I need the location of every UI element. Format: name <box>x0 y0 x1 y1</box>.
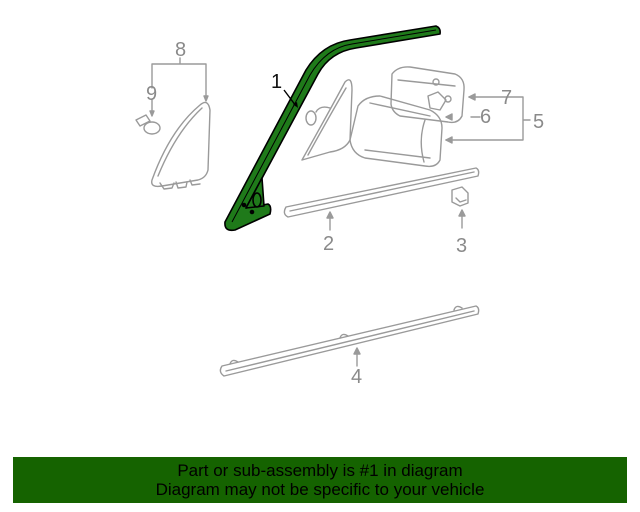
part-2-belt-molding[interactable] <box>283 167 480 218</box>
callout-3[interactable]: 3 <box>456 235 467 257</box>
part-8-pillar-garnish[interactable] <box>151 101 211 190</box>
parts-diagram: 1 2 3 4 5 6 7 8 9 <box>135 25 544 388</box>
banner-line-2: Diagram may not be specific to your vehi… <box>155 480 485 499</box>
part-7-mirror-glass[interactable] <box>390 66 465 124</box>
banner-line-1: Part or sub-assembly is #1 in diagram <box>177 461 463 480</box>
callout-8[interactable]: 8 <box>175 39 186 61</box>
callout-1[interactable]: 1 <box>271 71 282 93</box>
callout-2[interactable]: 2 <box>323 233 334 255</box>
callout-6[interactable]: 6 <box>480 106 491 128</box>
callout-7[interactable]: 7 <box>501 87 512 109</box>
part-4-door-molding[interactable] <box>219 305 480 377</box>
part-6-mirror-motor[interactable] <box>427 78 452 111</box>
part-1-weatherstrip-highlighted[interactable] <box>224 25 441 232</box>
callout-4[interactable]: 4 <box>351 366 362 388</box>
part-mirror-base <box>301 79 353 161</box>
part-3-clip[interactable] <box>451 186 469 207</box>
part-5-outside-mirror[interactable] <box>349 95 443 168</box>
callout-5[interactable]: 5 <box>533 111 544 133</box>
info-banner: Part or sub-assembly is #1 in diagram Di… <box>13 457 627 503</box>
part-9-clip[interactable] <box>135 114 161 135</box>
callout-9[interactable]: 9 <box>146 83 157 105</box>
